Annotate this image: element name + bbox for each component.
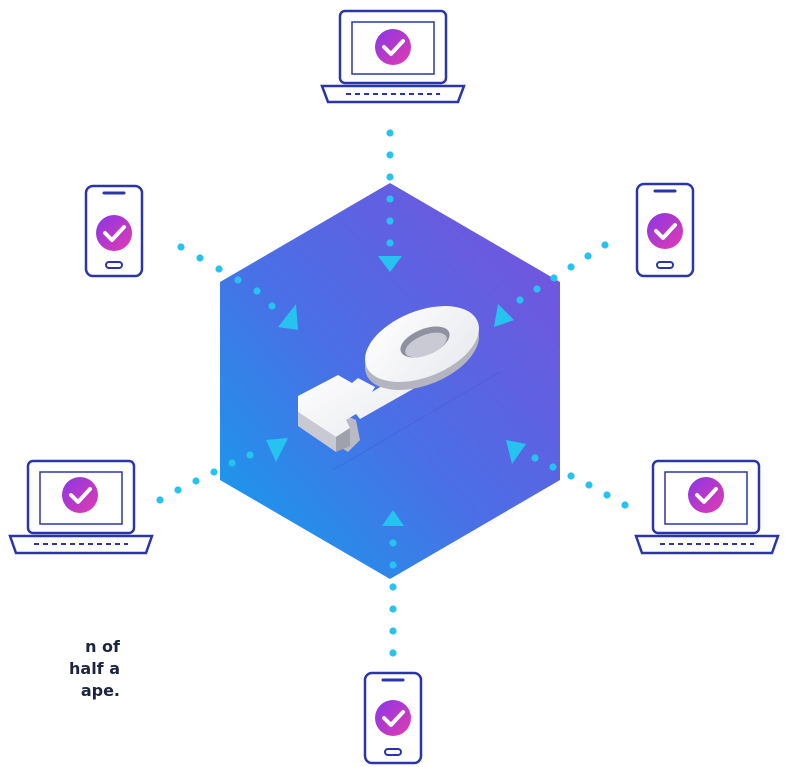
checkmark-badge-icon: [688, 477, 724, 513]
arrow-icon: [382, 510, 404, 526]
connection-upper-right: [494, 241, 609, 327]
connection-bottom: [382, 510, 404, 657]
connection-lower-left: [156, 438, 288, 504]
laptop-lower-left: [8, 459, 154, 555]
arrow-icon: [378, 256, 402, 272]
laptop-lower-right: [634, 459, 780, 555]
connection-lower-right: [506, 440, 629, 509]
connection-top: [378, 129, 402, 272]
laptop-top: [320, 9, 466, 104]
arrow-icon: [494, 304, 514, 327]
phone-upper-left: [84, 184, 144, 278]
checkmark-badge-icon: [647, 213, 683, 249]
arrow-icon: [278, 304, 298, 330]
caption-line-1: n of: [85, 637, 120, 656]
checkmark-badge-icon: [375, 700, 411, 736]
hexagon-shading: [332, 371, 501, 471]
checkmark-badge-icon: [375, 29, 411, 65]
phone-bottom: [363, 671, 423, 765]
checkmark-badge-icon: [62, 477, 98, 513]
phone-upper-right: [635, 182, 695, 278]
caption-text: n of half a ape.: [0, 636, 120, 702]
checkmark-badge-icon: [96, 215, 132, 251]
caption-line-3: ape.: [80, 681, 120, 700]
key-icon: [298, 306, 479, 452]
caption-line-2: half a: [69, 659, 120, 678]
connection-upper-left: [177, 243, 298, 330]
arrow-icon: [266, 438, 288, 462]
arrow-icon: [506, 440, 526, 464]
